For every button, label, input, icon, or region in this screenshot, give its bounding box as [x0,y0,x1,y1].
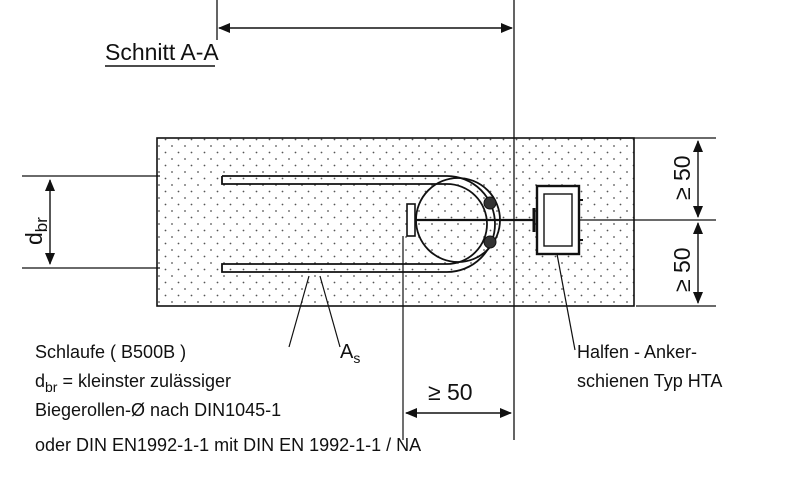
reinforcement-loop [221,175,534,273]
legend-dbr-sub: br [45,379,58,395]
dbr-dimension: dbr [21,175,160,269]
legend-line2-rest: = kleinster zulässiger [57,371,231,391]
legend-dbr-main: d [35,371,45,391]
dim-bottom-right: ≥ 50 [669,247,695,292]
rebar-top [483,196,497,210]
anchor-channel [532,184,583,256]
bottom-dimension: ≥ 50 [402,236,512,440]
legend-line4: oder DIN EN1992-1-1 mit DIN EN 1992-1-1 … [35,435,421,455]
dim-top-right: ≥ 50 [669,155,695,200]
svg-text:dbr = kleinster zulässiger: dbr = kleinster zulässiger [35,371,231,395]
dim-bottom: ≥ 50 [428,379,473,405]
svg-text:As: As [340,341,360,366]
svg-text:dbr: dbr [21,217,51,245]
rebar-bottom [483,235,497,249]
section-title: Schnitt A-A [105,39,219,65]
right-dimension: ≥ 50 ≥ 50 [560,137,716,307]
dbr-sub: br [32,217,51,232]
legend-line3: Biegerollen-Ø nach DIN1045-1 [35,400,281,420]
halfen-line1: Halfen - Anker- [577,342,697,362]
leader-as [319,275,341,348]
dbr-main: d [21,232,47,245]
halfen-line2: schienen Typ HTA [577,371,722,391]
legend-line1: Schlaufe ( B500B ) [35,342,186,362]
leader-halfen [556,253,576,351]
as-sub: s [353,350,360,366]
as-main: A [340,341,354,363]
leader-schlaufe [288,275,310,348]
